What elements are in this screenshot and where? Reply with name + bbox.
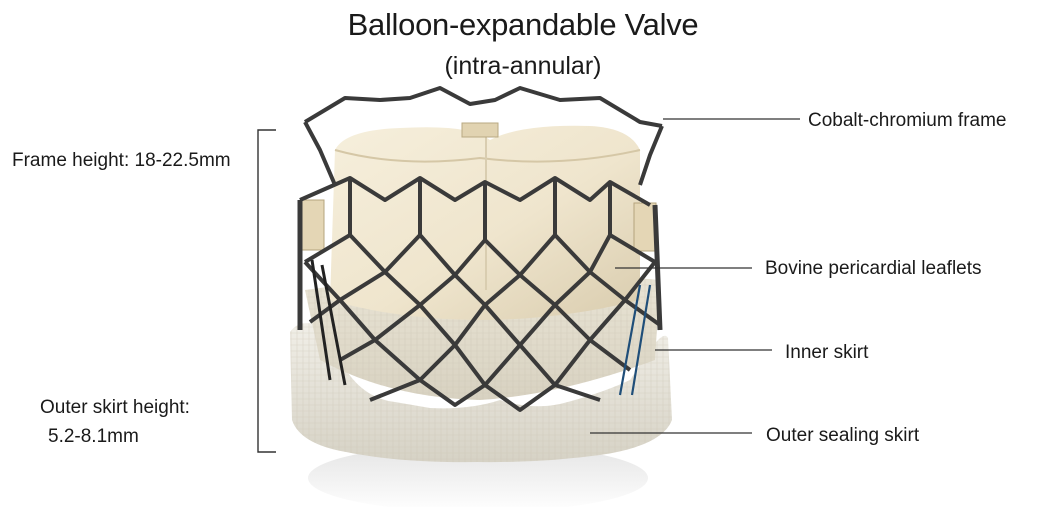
- frame-height-bracket: [258, 130, 276, 452]
- inner-skirt-label: Inner skirt: [785, 342, 868, 364]
- outer-skirt-label: Outer sealing skirt: [766, 425, 919, 447]
- cobalt-frame-label: Cobalt-chromium frame: [808, 110, 1007, 132]
- leaflets-label: Bovine pericardial leaflets: [765, 258, 982, 280]
- outer-skirt-height-value: 5.2-8.1mm: [48, 426, 139, 448]
- outer-skirt-height-label: Outer skirt height:: [40, 397, 190, 419]
- frame-height-label: Frame height: 18-22.5mm: [12, 150, 231, 172]
